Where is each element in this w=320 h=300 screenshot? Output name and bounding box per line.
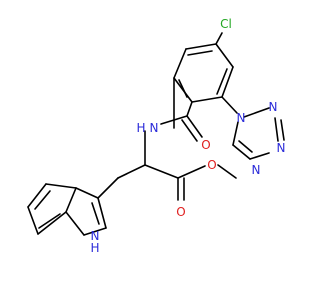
ester-o-label: O <box>207 158 216 172</box>
tetrazole-n1-label: N <box>237 111 246 125</box>
indole-ring <box>27 177 119 236</box>
atom-labels: Cl N N N N N H O O O N H <box>90 17 285 255</box>
ester-carbonyl-o-label: O <box>176 205 185 219</box>
amide-o-label: O <box>201 138 210 152</box>
indole-h-label: H <box>90 241 99 255</box>
amide-n-label: N <box>150 121 159 135</box>
chlorophenyl-ring <box>173 43 234 103</box>
tetrazole-n3-label: N <box>277 141 286 155</box>
indole-n-label: N <box>91 229 100 243</box>
amide-h-label: H <box>136 121 145 135</box>
tetrazole-ring <box>221 96 285 160</box>
backbone <box>117 130 237 201</box>
amide-group <box>160 77 203 142</box>
molecule-diagram: Cl N N N N N H O O O N H <box>27 17 285 255</box>
c-cl-bond <box>215 32 223 45</box>
chlorine-label: Cl <box>220 17 232 31</box>
structure-drawing: Cl N N N N N H O O O N H <box>27 17 285 255</box>
tetrazole-n4-label: N <box>252 163 261 177</box>
tetrazole-n2-label: N <box>269 100 278 114</box>
